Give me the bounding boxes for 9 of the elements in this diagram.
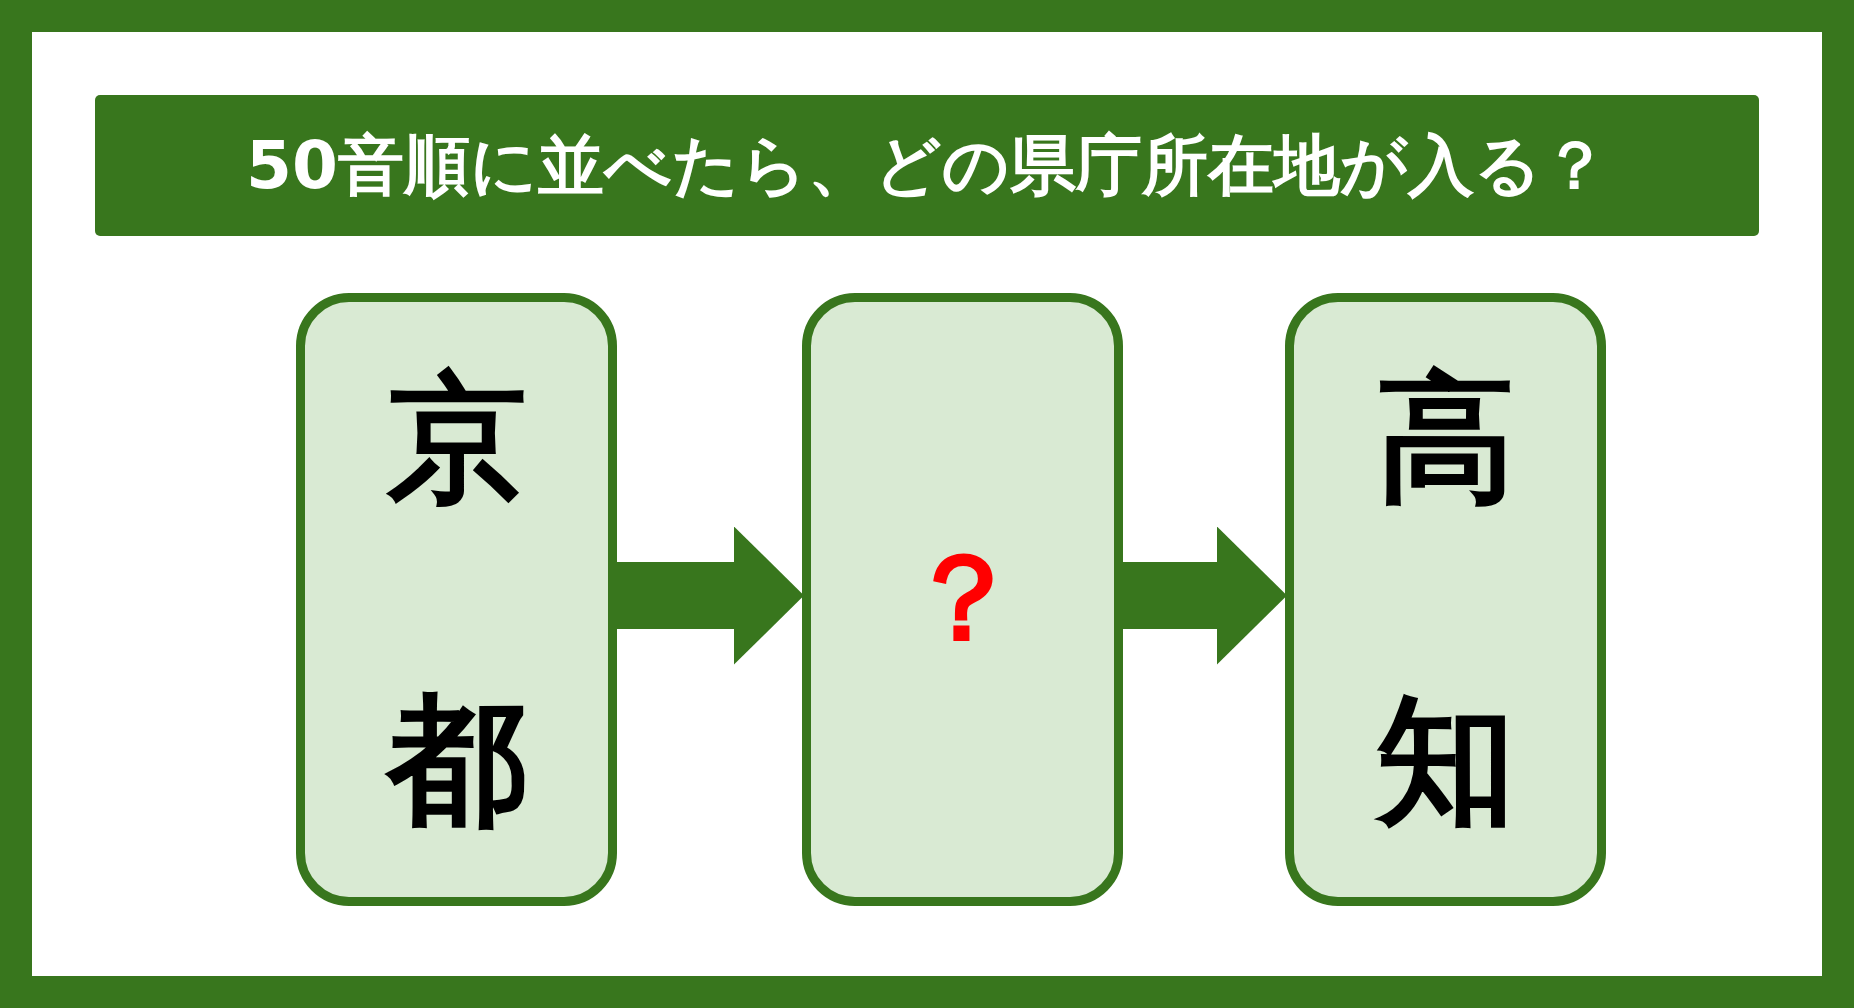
question-mark: ？ [902,527,1023,669]
rounded-box [296,293,617,906]
node-label: 高知 [1375,355,1516,844]
title-banner: 50音順に並べたら、どの県庁所在地が入る？ [95,95,1759,236]
block-arrow [617,526,804,665]
node-label: 京都 [386,355,527,844]
rounded-box [802,293,1123,906]
rounded-box [1285,293,1606,906]
block-arrow [1123,526,1287,665]
